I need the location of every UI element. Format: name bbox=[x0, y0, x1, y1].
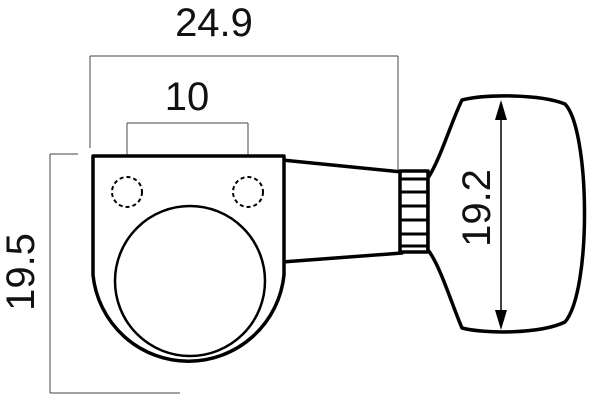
mounting-hole-right bbox=[232, 176, 264, 208]
collar-rings bbox=[398, 169, 430, 254]
overall-width-label: 24.9 bbox=[175, 1, 253, 45]
tuner-body bbox=[91, 154, 404, 363]
collar-outline bbox=[398, 169, 430, 254]
tuner-button: 19.2 bbox=[426, 94, 587, 334]
button-outline bbox=[426, 94, 587, 334]
mounting-hole-left bbox=[111, 176, 143, 208]
body-height-label: 19.5 bbox=[0, 233, 43, 311]
button-height-arrow-bottom bbox=[495, 310, 507, 330]
tuner-shaft bbox=[280, 158, 404, 264]
hole-spacing-dimension: 10 bbox=[126, 75, 249, 178]
hole-spacing-label: 10 bbox=[165, 75, 210, 119]
body-height-dimension: 19.5 bbox=[0, 153, 180, 394]
overall-width-dimension: 24.9 bbox=[89, 1, 399, 172]
button-height-label: 19.2 bbox=[455, 169, 499, 247]
button-height-arrow-top bbox=[495, 100, 507, 120]
center-hole bbox=[113, 204, 267, 358]
